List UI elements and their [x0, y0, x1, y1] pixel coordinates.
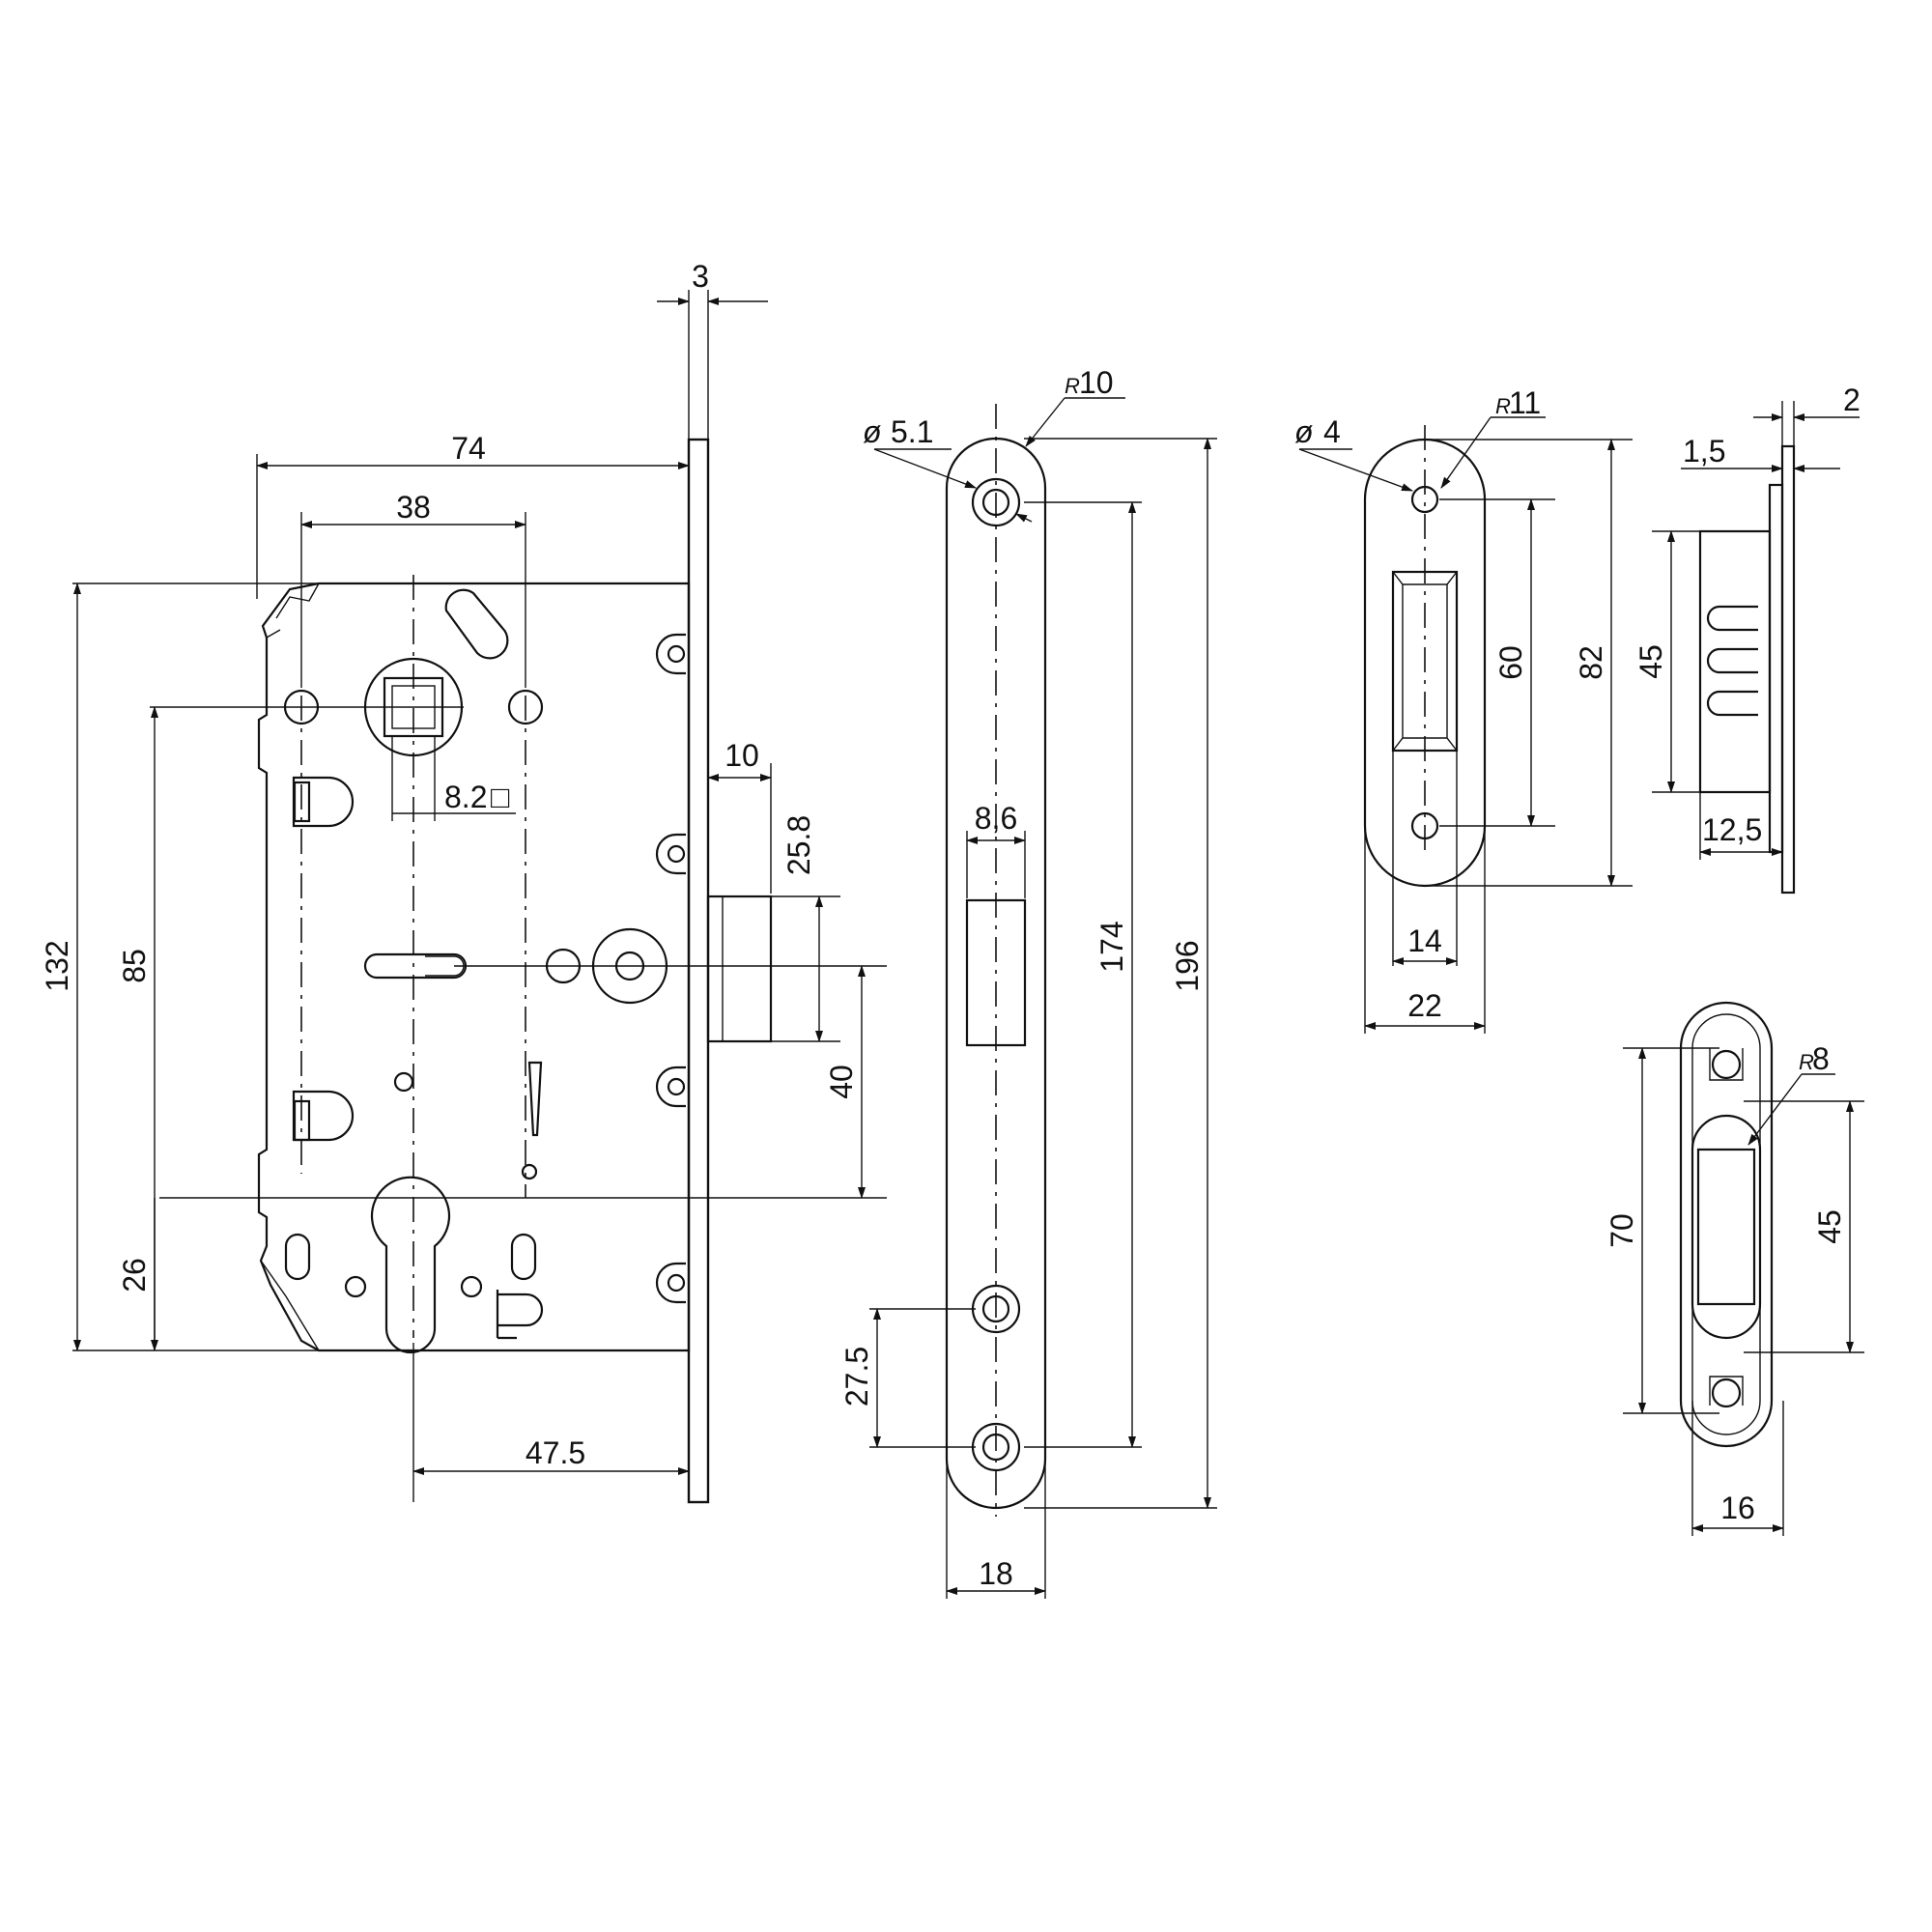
dim-strike-radius: 11 — [1509, 385, 1541, 420]
dim-spindle-square: 8.2 — [444, 780, 487, 814]
strike-side-view — [1698, 444, 1796, 895]
lock-body-view — [150, 438, 887, 1504]
diameter-symbol-strike: ø — [1294, 414, 1314, 449]
dim-faceplate-thickness: 3 — [692, 259, 709, 294]
dim-magnet-width: 16 — [1720, 1491, 1755, 1525]
square-symbol: □ — [491, 780, 510, 814]
lock-case-outline — [257, 582, 691, 1352]
strike-plate-view — [1363, 425, 1487, 888]
dim-strike-hole-spacing: 60 — [1493, 645, 1528, 680]
radius-symbol-faceplate: R — [1065, 374, 1080, 398]
dim-faceplate-lower-spacing: 27.5 — [839, 1347, 874, 1406]
dim-faceplate-width: 18 — [979, 1556, 1013, 1591]
dim-handle-offset: 38 — [396, 490, 431, 525]
faceplate-latch-window — [965, 898, 1027, 1047]
faceplate-dimensions: ø 5.1 R 10 8,6 174 196 27.5 18 — [839, 365, 1217, 1599]
radius-symbol-strike: R — [1495, 394, 1511, 418]
dim-latch-projection: 10 — [724, 738, 759, 773]
dim-spindle-to-bottom: 85 — [117, 949, 152, 983]
dim-faceplate-length: 196 — [1170, 940, 1205, 991]
dim-strike-length: 82 — [1574, 645, 1608, 680]
dim-box-height: 45 — [1634, 644, 1668, 679]
dim-latch-height: 25.8 — [781, 815, 816, 875]
strike-dimensions: ø 4 R 11 60 82 14 22 — [1294, 385, 1633, 1034]
dim-faceplate-radius: 10 — [1079, 365, 1114, 400]
diameter-symbol-faceplate: ø — [863, 414, 882, 449]
dim-flange: 1,5 — [1683, 434, 1725, 469]
dim-backset-width: 74 — [451, 431, 486, 466]
dim-magnet-length: 70 — [1605, 1213, 1639, 1248]
lever-slot — [444, 588, 509, 660]
strike-window — [1391, 570, 1459, 753]
magnet-strike-dimensions: R 8 70 45 16 — [1605, 1041, 1864, 1536]
dim-spindle-to-cylinder: 40 — [824, 1065, 859, 1099]
faceplate-edge — [687, 438, 710, 1504]
magnet-strike-outer — [1679, 1001, 1774, 1448]
dim-total-height: 132 — [40, 940, 74, 991]
dim-faceplate-hole: 5.1 — [891, 414, 933, 449]
dim-plate-thickness: 2 — [1843, 383, 1861, 417]
strike-side-dimensions: 2 1,5 45 12,5 — [1634, 383, 1861, 860]
magnet-strike-window — [1690, 1114, 1762, 1340]
dim-magnet-window: 45 — [1812, 1209, 1847, 1244]
dim-strike-window-width: 14 — [1407, 923, 1442, 958]
dim-backset: 47.5 — [526, 1435, 585, 1470]
euro-cylinder-cutout — [370, 1176, 451, 1354]
case-fixing-lugs — [655, 633, 686, 1304]
dim-strike-width: 22 — [1407, 988, 1442, 1023]
latch-bolt — [706, 895, 773, 1043]
dim-faceplate-hole-spacing: 174 — [1094, 921, 1129, 972]
follower-slot — [363, 952, 468, 980]
faceplate-front-view — [945, 404, 1047, 1517]
dim-cylinder-to-bottom: 26 — [117, 1258, 152, 1293]
magnetic-strike-view — [1679, 1001, 1774, 1448]
dim-strike-hole: 4 — [1323, 414, 1341, 449]
radius-symbol-magnet: R — [1799, 1050, 1814, 1074]
lock-body-dimensions: 3 74 38 8.2 □ 10 25.8 40 132 85 — [40, 259, 866, 1502]
dim-box-depth: 12,5 — [1702, 812, 1762, 847]
dim-faceplate-window: 8,6 — [975, 801, 1017, 836]
dim-magnet-radius: 8 — [1812, 1041, 1830, 1076]
